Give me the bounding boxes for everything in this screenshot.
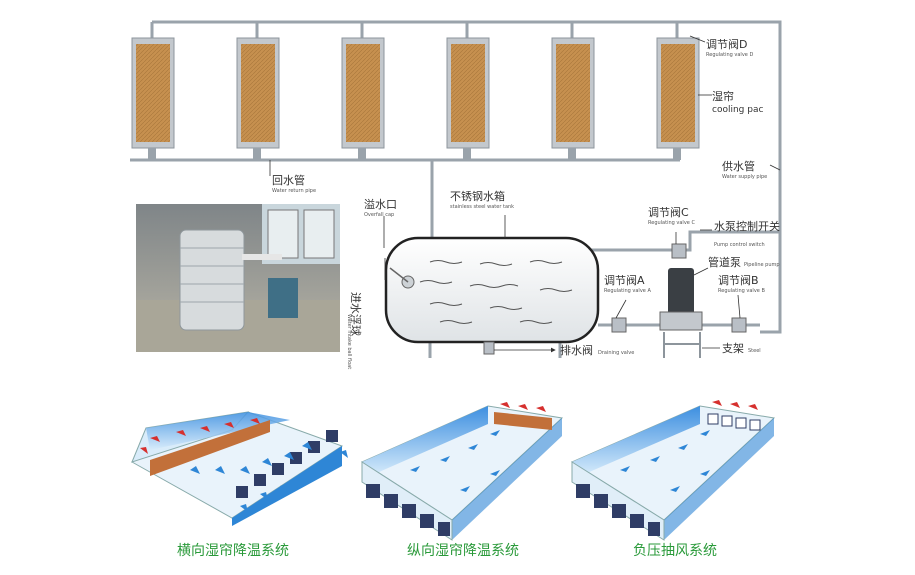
- label-valve-d-en: Regulating valve D: [706, 52, 753, 58]
- supply-pipe-network: [130, 20, 782, 334]
- label-tank-en: stainless steel water tank: [450, 204, 514, 210]
- label-valve-a: 调节阀A: [604, 273, 645, 287]
- cooling-pad: [236, 37, 280, 160]
- caption-longitudinal-cooling: 纵向湿帘降温系统: [407, 543, 519, 559]
- label-float-en: Water intake ball float: [346, 314, 352, 369]
- label-pipeline-pump: 管道泵: [708, 255, 741, 269]
- cooling-pad: [551, 37, 595, 160]
- diagram-labels: 调节阀D Regulating valve D 湿帘 cooling pac 供…: [272, 37, 780, 369]
- pump-assembly: [483, 243, 760, 358]
- label-return-pipe: 回水管: [272, 173, 305, 187]
- cooling-pad-row: [131, 37, 700, 160]
- label-overflow: 溢水口: [364, 197, 397, 211]
- horizontal-cooling-illustration: [130, 411, 348, 526]
- longitudinal-cooling-illustration: [360, 402, 564, 541]
- label-cooling-pad: 湿帘: [712, 89, 734, 103]
- label-supply-pipe-en: Water supply pipe: [722, 174, 767, 180]
- label-pump-switch: 水泵控制开关: [714, 219, 780, 233]
- label-cooling-pad-en: cooling pac: [712, 105, 763, 115]
- negative-pressure-illustration: [570, 400, 776, 541]
- label-valve-a-en: Regulating valve A: [604, 288, 651, 294]
- label-valve-c-en: Regulating valve C: [648, 220, 695, 226]
- label-float: 进水浮球: [349, 292, 363, 336]
- label-tank: 不锈钢水箱: [450, 189, 505, 203]
- label-drain-valve: 排水阀: [560, 343, 593, 357]
- label-stand: 支架: [722, 342, 744, 355]
- label-pump-switch-en: Pump control switch: [714, 242, 765, 248]
- label-stand-en: Steel: [748, 348, 761, 354]
- cooling-pad: [341, 37, 385, 160]
- label-valve-d: 调节阀D: [706, 37, 747, 51]
- cooling-pad: [131, 37, 175, 160]
- cooling-pad: [656, 37, 700, 160]
- installation-photo: [136, 204, 340, 352]
- caption-negative-pressure: 负压抽风系统: [633, 543, 717, 559]
- label-overflow-en: Overfall cap: [364, 212, 394, 218]
- label-valve-b-en: Regulating valve B: [718, 288, 765, 294]
- label-return-pipe-en: Water return pipe: [272, 188, 316, 194]
- label-valve-b: 调节阀B: [718, 273, 759, 287]
- label-pipeline-pump-en: Pipeline pump: [744, 262, 780, 268]
- label-supply-pipe: 供水管: [722, 159, 755, 173]
- label-drain-valve-en: Draining valve: [598, 350, 634, 356]
- label-pointers: [269, 35, 781, 353]
- cooling-pad: [446, 37, 490, 160]
- water-tank: [384, 236, 600, 358]
- caption-horizontal-cooling: 横向湿帘降温系统: [177, 543, 289, 559]
- label-valve-c: 调节阀C: [648, 205, 689, 219]
